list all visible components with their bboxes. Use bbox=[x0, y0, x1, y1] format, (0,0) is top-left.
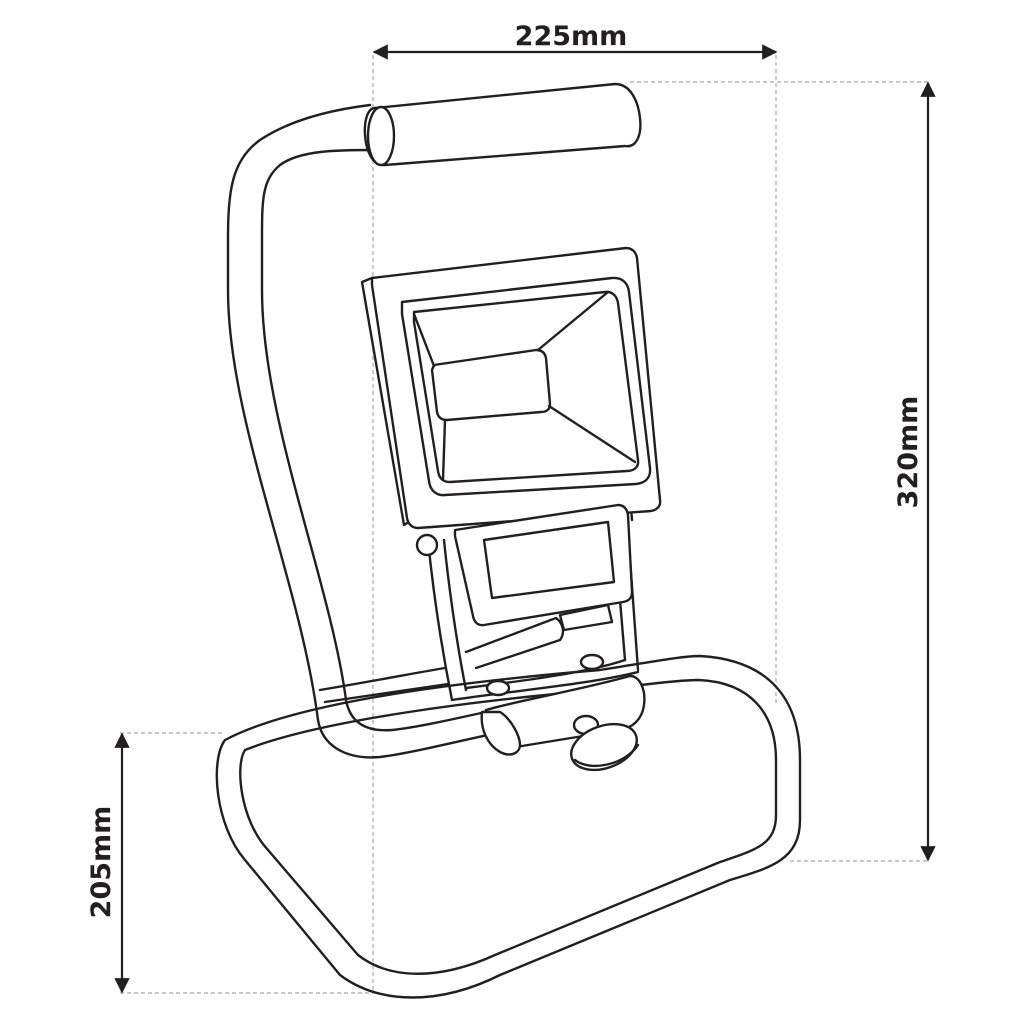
led-chip bbox=[430, 348, 552, 422]
driver-box bbox=[453, 503, 634, 670]
reflector-line-br bbox=[547, 404, 637, 464]
dimension-arrows bbox=[114, 44, 936, 994]
bracket-left-arm-outer bbox=[426, 538, 454, 702]
base-outer-tube bbox=[215, 654, 802, 999]
rail-outer bbox=[226, 103, 562, 759]
top-grip bbox=[363, 82, 642, 167]
bolt-right bbox=[579, 653, 605, 671]
driver-box-body bbox=[453, 503, 634, 627]
grip-end-cap bbox=[366, 105, 396, 167]
housing-bezel bbox=[400, 276, 652, 497]
foot-clamp bbox=[480, 674, 646, 772]
clamp-tab bbox=[480, 710, 522, 756]
height-label: 320mm bbox=[893, 396, 924, 509]
reflector-line-tr bbox=[536, 290, 610, 352]
thumbscrew-rim bbox=[573, 743, 640, 768]
lamp-housing bbox=[360, 246, 662, 530]
grip-body bbox=[363, 82, 642, 167]
base-inner-tube bbox=[239, 678, 778, 975]
reflector-line-bl bbox=[441, 418, 447, 482]
pivot-knob-left bbox=[415, 533, 439, 557]
cable bbox=[464, 616, 565, 670]
rail-crossbar-bottom bbox=[323, 682, 450, 704]
handle-frame bbox=[226, 103, 567, 759]
driver-box-panel bbox=[482, 520, 616, 600]
width-label: 225mm bbox=[515, 21, 628, 52]
reflector-line-tl bbox=[412, 312, 436, 368]
housing-window bbox=[412, 290, 640, 484]
bracket-left-arm-inner bbox=[442, 538, 468, 692]
base-depth-label: 205mm bbox=[86, 806, 117, 919]
thumbscrew-knob bbox=[570, 722, 638, 772]
bracket-bottom-outer bbox=[450, 670, 640, 702]
rail-inner bbox=[260, 148, 567, 732]
guide-lines bbox=[120, 55, 928, 994]
base-frame bbox=[215, 654, 802, 999]
rail-crossbar-top bbox=[318, 666, 447, 692]
bolt-left bbox=[485, 679, 511, 697]
